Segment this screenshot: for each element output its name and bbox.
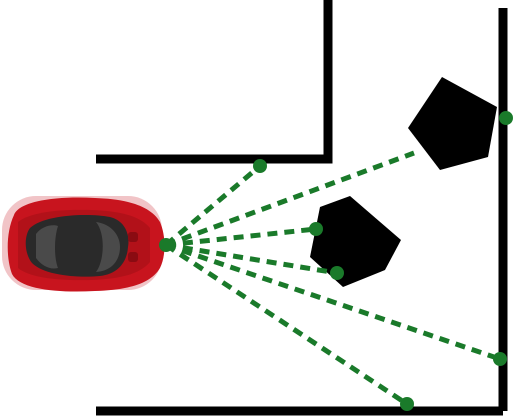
ray-hit-markers	[253, 111, 513, 411]
sensor-ray-5	[165, 242, 501, 362]
sensor-ray-4	[165, 242, 338, 276]
ray-hit-marker-icon-7	[499, 111, 513, 125]
ray-hit-marker-icon-4	[330, 266, 344, 280]
sensor-rays	[164, 150, 501, 407]
pentagon-obstacle-upper-icon	[408, 77, 497, 170]
obstacles	[310, 77, 497, 287]
car-headlight-right	[128, 252, 138, 262]
ray-hit-marker-icon-6	[400, 397, 414, 411]
ray-hit-marker-icon-1	[253, 159, 267, 173]
sensor-ray-6	[164, 242, 409, 407]
wall-upper-corridor-top	[96, 0, 333, 164]
pentagon-obstacle-middle-icon	[310, 196, 401, 287]
ray-hit-marker-icon-3	[309, 222, 323, 236]
red-car-icon	[2, 196, 165, 292]
car-rear-window	[36, 225, 58, 269]
ray-hit-marker-icon-5	[493, 352, 507, 366]
car-headlight-left	[128, 232, 138, 242]
sensor-ray-3	[165, 226, 317, 248]
sensor-ray-1	[164, 164, 262, 247]
lidar-sensor-origin-dot	[159, 238, 173, 252]
car-windshield	[96, 222, 120, 272]
lidar-sensor-icon	[159, 238, 173, 252]
walls	[96, 0, 508, 416]
